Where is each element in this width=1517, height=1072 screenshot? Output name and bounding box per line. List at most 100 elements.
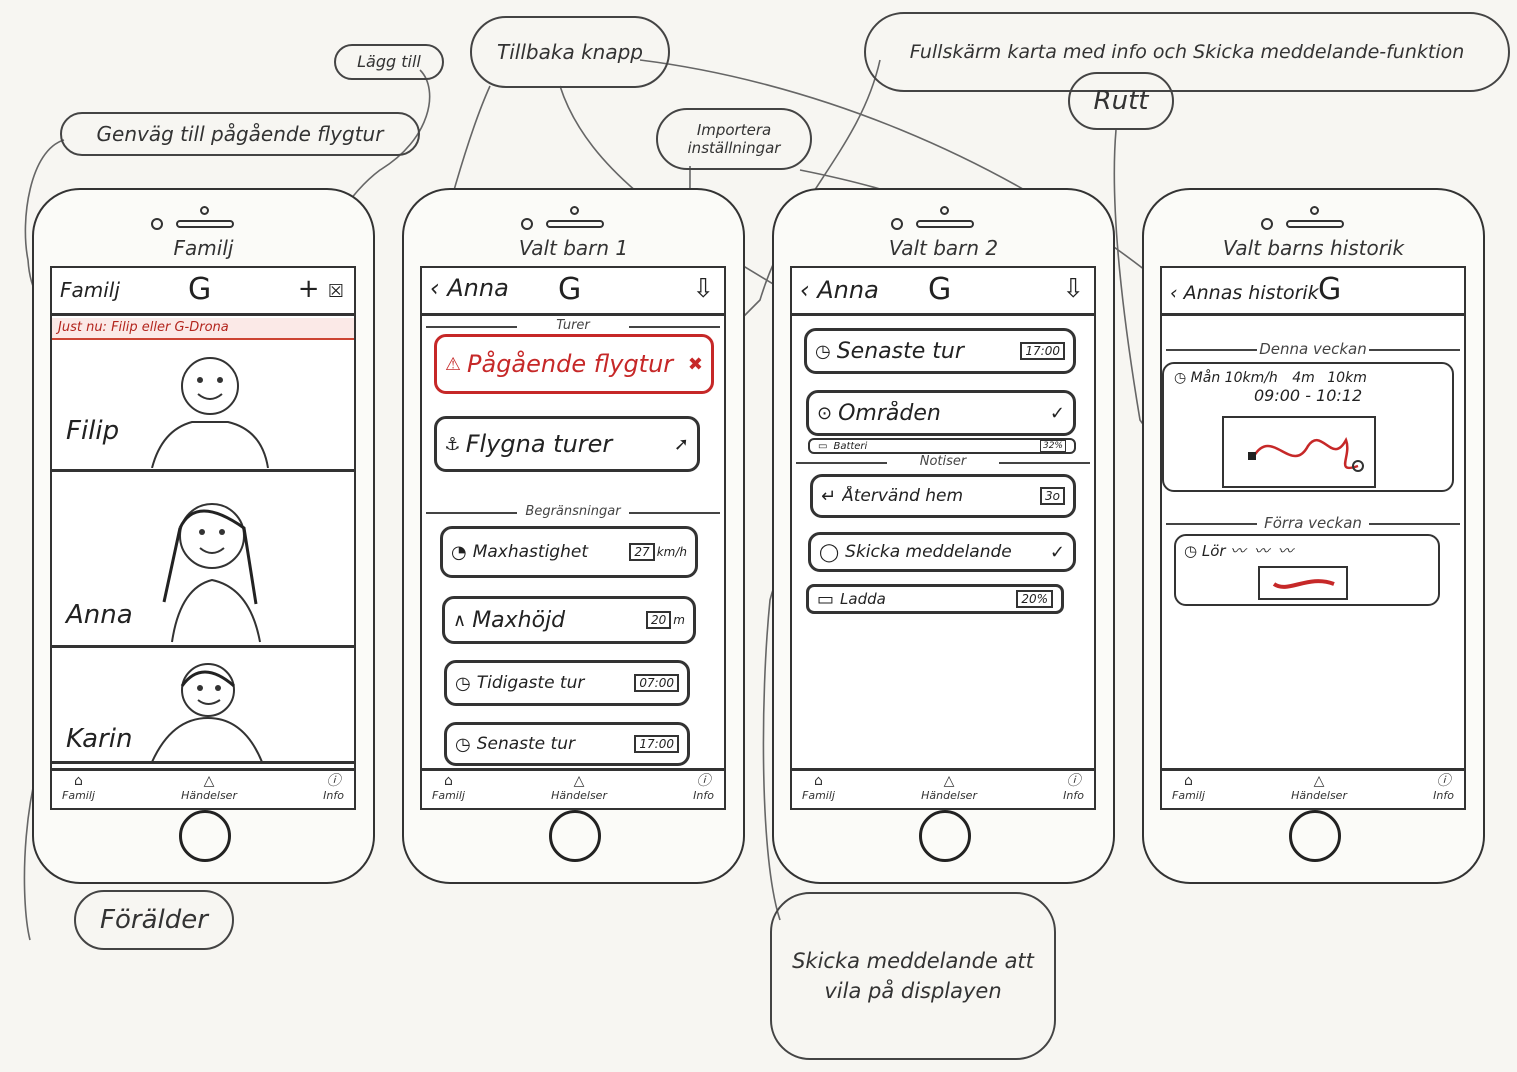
earliest-trip-card[interactable]: ◷ Tidigaste tur 07:00 [444,660,690,706]
family-icon: ⌂ [1184,773,1193,789]
map-check-icon: ✓ [1049,402,1065,424]
family-member-anna[interactable]: Anna [52,478,354,648]
message-icon: ◯ [819,541,840,563]
tab-events[interactable]: △Händelser [1291,771,1347,808]
earliest-trip-label: Tidigaste tur [476,673,585,693]
screen-caption: Familj [173,236,234,260]
mountain-icon: ∧ [453,609,467,631]
areas-label: Områden [838,400,941,426]
flown-trips-card[interactable]: ⚓ Flygna turer ➚ [434,416,700,472]
tab-family-label: Familj [802,789,835,802]
section-last-week: Förra veckan [1162,514,1464,532]
section-notices: Notiser [792,454,1094,469]
tab-events-label: Händelser [1291,789,1347,802]
max-speed-unit: km/h [656,545,687,559]
ongoing-flight-shortcut[interactable]: Just nu: Filip eller G-Drona [52,318,354,340]
battery-card[interactable]: ▭ Batteri 32% [808,438,1076,454]
camera [1261,218,1273,230]
charge-value[interactable]: 20% [1016,590,1053,608]
tab-info-label: Info [1433,789,1454,802]
latest-trip-label: Senaste tur [836,338,964,364]
speedometer-icon: ◔ [451,541,467,563]
family-member-karin[interactable]: Karin [52,654,354,764]
latest-trip-value[interactable]: 17:00 [1020,342,1065,360]
battery-icon: ▭ [818,440,828,452]
family-member-filip[interactable]: Filip [52,342,354,472]
back-button[interactable]: ‹ Anna [800,276,879,304]
back-button[interactable]: ‹ Anna [430,274,509,302]
camera [151,218,163,230]
trip-distance: 10km [1327,370,1367,386]
return-home-card[interactable]: ↵ Återvänd hem 3o [810,474,1076,518]
home-button[interactable] [919,810,971,862]
route-map-small[interactable] [1258,566,1348,600]
charge-card[interactable]: ▭ Ladda 20% [806,584,1064,614]
info-icon: ⓘ [1436,773,1451,789]
child-name-filip: Filip [66,416,120,446]
max-height-unit: m [673,613,685,627]
latest-trip-card[interactable]: ◷ Senaste tur 17:00 [444,722,690,766]
annotation-importera: Importera inställningar [656,108,812,170]
tab-events-label: Händelser [921,789,977,802]
child-name-karin: Karin [66,724,133,754]
annotation-skicka-meddelande-text: Skicka meddelande att vila på displayen [792,949,1034,1003]
latest-trip-card[interactable]: ◷ Senaste tur 17:00 [804,328,1076,374]
active-flight-card[interactable]: ⚠ Pågående flygtur ✖ [434,334,714,394]
tab-family[interactable]: ⌂Familj [802,771,835,808]
battery-value: 32% [1039,440,1066,452]
import-settings-button[interactable]: ⇩ [692,274,714,304]
max-speed-label: Maxhastighet [472,542,588,562]
import-settings-button[interactable]: ⇩ [1062,274,1084,304]
drone-icon: ☒ [327,281,344,302]
drone-warning-icon: ⚠ [445,353,462,375]
back-button[interactable]: ‹ Annas historik [1170,282,1319,304]
sensor-dot [200,206,209,215]
app-logo: G [1318,272,1342,307]
trip-day: Mån [1190,370,1221,386]
latest-trip-value[interactable]: 17:00 [634,735,679,753]
trip-card-this-week[interactable]: ◷ Mån 10km/h 4m 10km 09:00 - 10:12 [1162,362,1454,492]
annotation-tillbaka: Tillbaka knapp [470,16,670,88]
app-logo: G [188,272,212,307]
tab-family[interactable]: ⌂Familj [62,771,95,808]
screen-caption: Valt barns historik [1222,236,1405,260]
avatar-filip [151,357,269,468]
earliest-trip-value[interactable]: 07:00 [634,674,679,692]
tab-family[interactable]: ⌂Familj [1172,771,1205,808]
home-button[interactable] [549,810,601,862]
route-map[interactable] [1222,416,1376,488]
send-message-card[interactable]: ◯ Skicka meddelande ✓ [808,532,1076,572]
max-height-value[interactable]: 20 [646,611,672,629]
sensor-dot [1310,206,1319,215]
screen-caption: Valt barn 2 [888,236,999,260]
charge-label: Ladda [840,590,886,608]
home-button[interactable] [1289,810,1341,862]
bell-icon: △ [573,773,585,789]
tab-events[interactable]: △Händelser [551,771,607,808]
tab-family[interactable]: ⌂Familj [432,771,465,808]
areas-card[interactable]: ⊙ Områden ✓ [806,390,1076,436]
max-speed-card[interactable]: ◔ Maxhastighet 27 km/h [440,526,698,578]
tab-events[interactable]: △Händelser [921,771,977,808]
info-icon: ⓘ [696,773,711,789]
header-title: Familj [60,278,120,302]
bell-icon: △ [1313,773,1325,789]
tab-info-label: Info [323,789,344,802]
family-screen: Familj G + ☒ Just nu: Filip eller G-Dron… [50,266,356,810]
battery-icon: ▭ [817,588,835,610]
tab-events[interactable]: △Händelser [181,771,237,808]
home-button[interactable] [179,810,231,862]
trip-card-last-week[interactable]: ◷ Lör 〰 〰 〰 [1174,534,1440,606]
clock-icon: ◷ [815,340,831,362]
max-speed-value[interactable]: 27 [629,543,655,561]
add-button[interactable]: + ☒ [298,274,344,304]
return-home-value[interactable]: 3o [1040,487,1065,505]
clock-icon: ◷ [1174,370,1187,386]
close-icon[interactable]: ✖ [687,353,703,375]
max-height-card[interactable]: ∧ Maxhöjd 20 m [442,596,696,644]
